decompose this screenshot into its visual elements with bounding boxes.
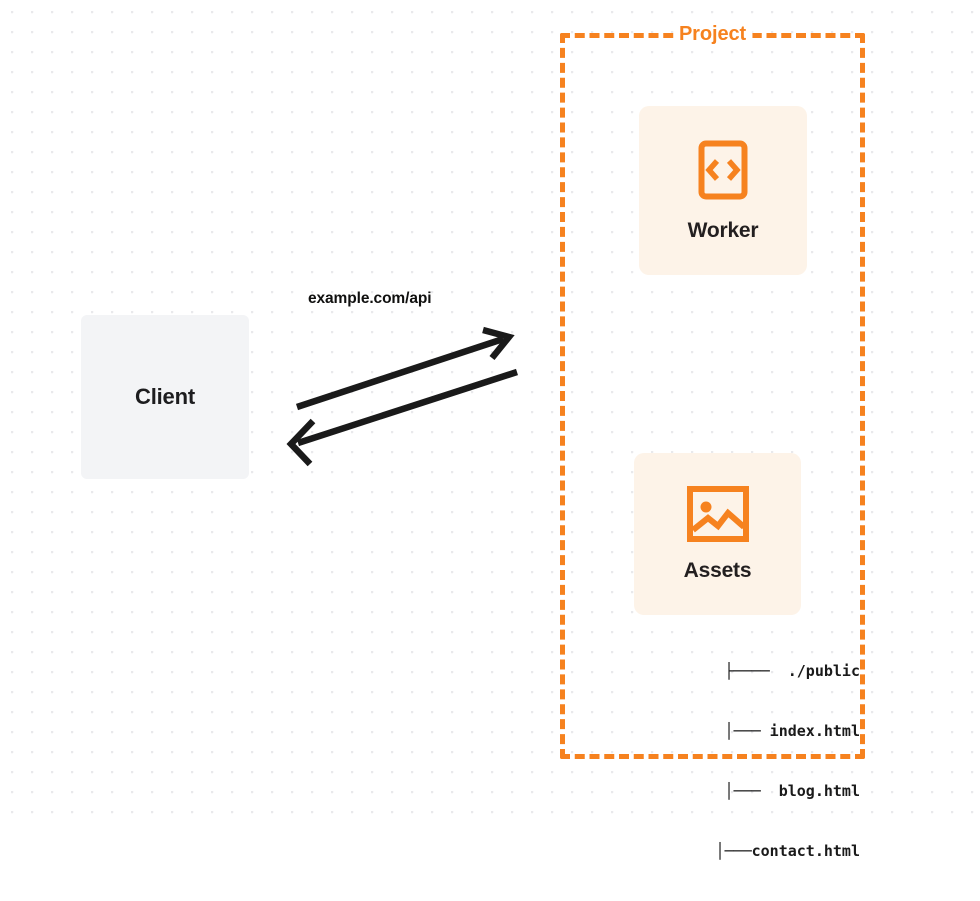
file-tree-line: │─── index.html <box>697 722 860 740</box>
worker-card-label: Worker <box>687 218 759 242</box>
file-tree-line: │─── blog.html <box>697 782 860 800</box>
project-title: Project <box>672 23 753 46</box>
request-arrow <box>295 326 515 411</box>
diagram-canvas: Client example.com/api Project Worker <box>0 0 980 860</box>
assets-card[interactable]: Assets <box>634 453 801 615</box>
code-brackets-icon <box>698 140 748 199</box>
worker-card[interactable]: Worker <box>639 106 807 275</box>
project-container: Project Worker Assets ├──── ./public │──… <box>560 23 865 860</box>
assets-file-tree: ├──── ./public │─── index.html │─── blog… <box>613 621 860 901</box>
file-tree-line: ├──── ./public <box>724 662 860 680</box>
file-tree-line: │───contact.html <box>688 842 860 860</box>
connection-label: example.com/api <box>308 290 432 307</box>
response-arrow <box>286 368 519 467</box>
image-icon <box>686 486 749 542</box>
client-node[interactable]: Client <box>81 315 249 479</box>
assets-card-label: Assets <box>683 559 752 582</box>
client-label: Client <box>135 384 195 409</box>
